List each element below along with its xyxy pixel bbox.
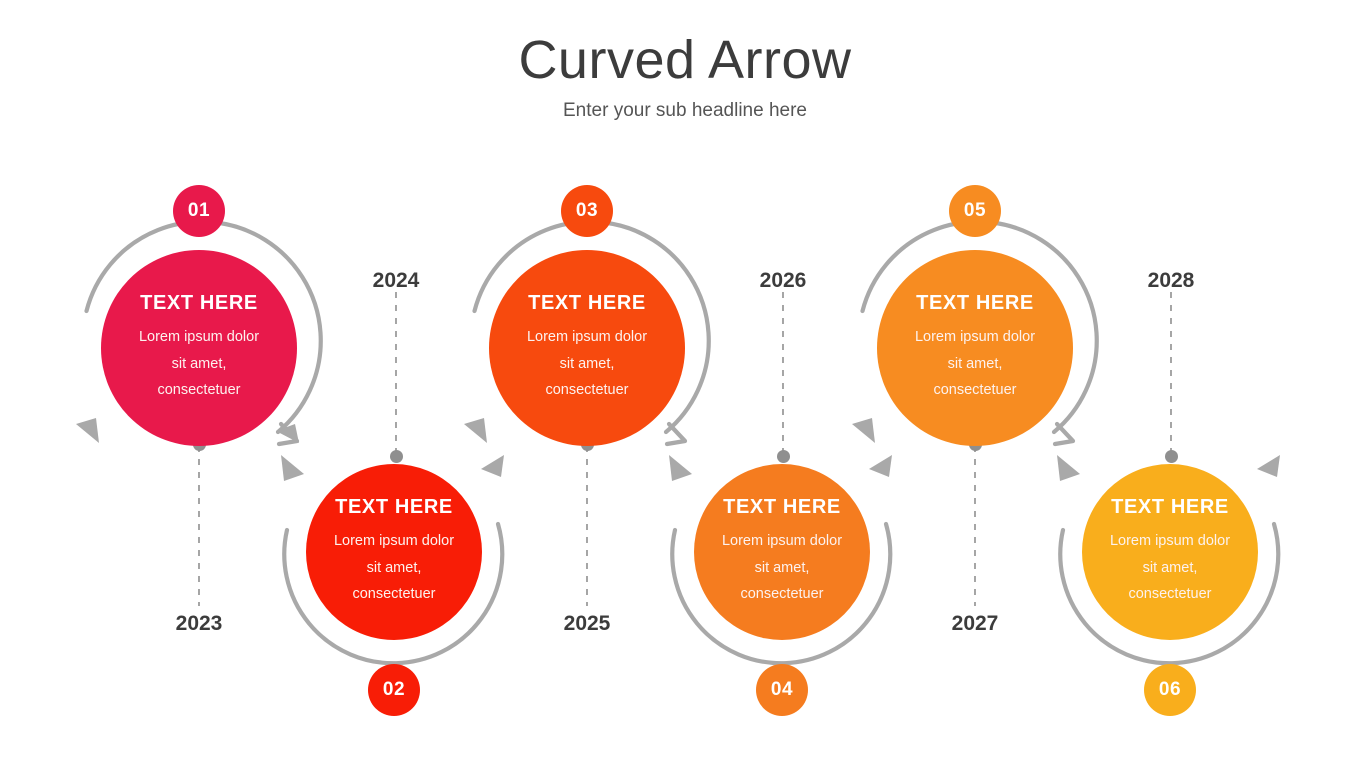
- year-label-2027: 2027: [951, 612, 999, 635]
- step-heading-3: TEXT HERE: [528, 292, 646, 315]
- step-body-6: Lorem ipsum dolor sit amet, consectetuer: [1109, 533, 1231, 603]
- connector-dot-step-4: [776, 450, 790, 463]
- step-heading-4: TEXT HERE: [723, 496, 841, 519]
- step-heading-2: TEXT HERE: [335, 496, 453, 519]
- step-badge-3[interactable]: 03: [561, 185, 613, 237]
- step-badge-2[interactable]: 02: [368, 664, 420, 716]
- step-badge-5[interactable]: 05: [949, 185, 1001, 237]
- step-heading-1: TEXT HERE: [140, 292, 258, 315]
- curved-arrow-step-6: [1057, 455, 1281, 666]
- year-label-2025: 2025: [563, 612, 611, 635]
- step-circle-5[interactable]: TEXT HERE Lorem ipsum dolor sit amet, co…: [877, 250, 1073, 446]
- step-body-1: Lorem ipsum dolor sit amet, consectetuer: [138, 329, 260, 399]
- step-badge-6[interactable]: 06: [1144, 664, 1196, 716]
- step-circle-4[interactable]: TEXT HERE Lorem ipsum dolor sit amet, co…: [694, 464, 870, 640]
- year-label-2028: 2028: [1147, 269, 1195, 292]
- year-label-2024: 2024: [372, 269, 420, 292]
- connector-dot-step-6: [1164, 450, 1178, 463]
- page-subtitle: Enter your sub headline here: [563, 100, 807, 121]
- step-body-5: Lorem ipsum dolor sit amet, consectetuer: [914, 329, 1036, 399]
- curved-arrow-step-1: [76, 219, 323, 447]
- step-body-4: Lorem ipsum dolor sit amet, consectetuer: [721, 533, 843, 603]
- step-body-3: Lorem ipsum dolor sit amet, consectetuer: [526, 329, 648, 399]
- curved-arrow-step-3: [464, 219, 711, 447]
- step-circle-1[interactable]: TEXT HERE Lorem ipsum dolor sit amet, co…: [101, 250, 297, 446]
- page-title: Curved Arrow: [518, 30, 852, 90]
- connector-dot-step-2: [389, 450, 403, 463]
- step-badge-4[interactable]: 04: [756, 664, 808, 716]
- step-circle-3[interactable]: TEXT HERE Lorem ipsum dolor sit amet, co…: [489, 250, 685, 446]
- curved-arrow-step-2: [281, 455, 505, 666]
- step-circle-6[interactable]: TEXT HERE Lorem ipsum dolor sit amet, co…: [1082, 464, 1258, 640]
- curved-arrow-step-4: [669, 455, 893, 666]
- step-circle-2[interactable]: TEXT HERE Lorem ipsum dolor sit amet, co…: [306, 464, 482, 640]
- year-leader-lines: [198, 292, 1172, 606]
- year-label-2023: 2023: [175, 612, 223, 635]
- step-heading-6: TEXT HERE: [1111, 496, 1229, 519]
- step-body-2: Lorem ipsum dolor sit amet, consectetuer: [333, 533, 455, 603]
- year-label-2026: 2026: [759, 269, 807, 292]
- curved-arrow-step-5: [852, 219, 1099, 447]
- step-heading-5: TEXT HERE: [916, 292, 1034, 315]
- step-badge-1[interactable]: 01: [173, 185, 225, 237]
